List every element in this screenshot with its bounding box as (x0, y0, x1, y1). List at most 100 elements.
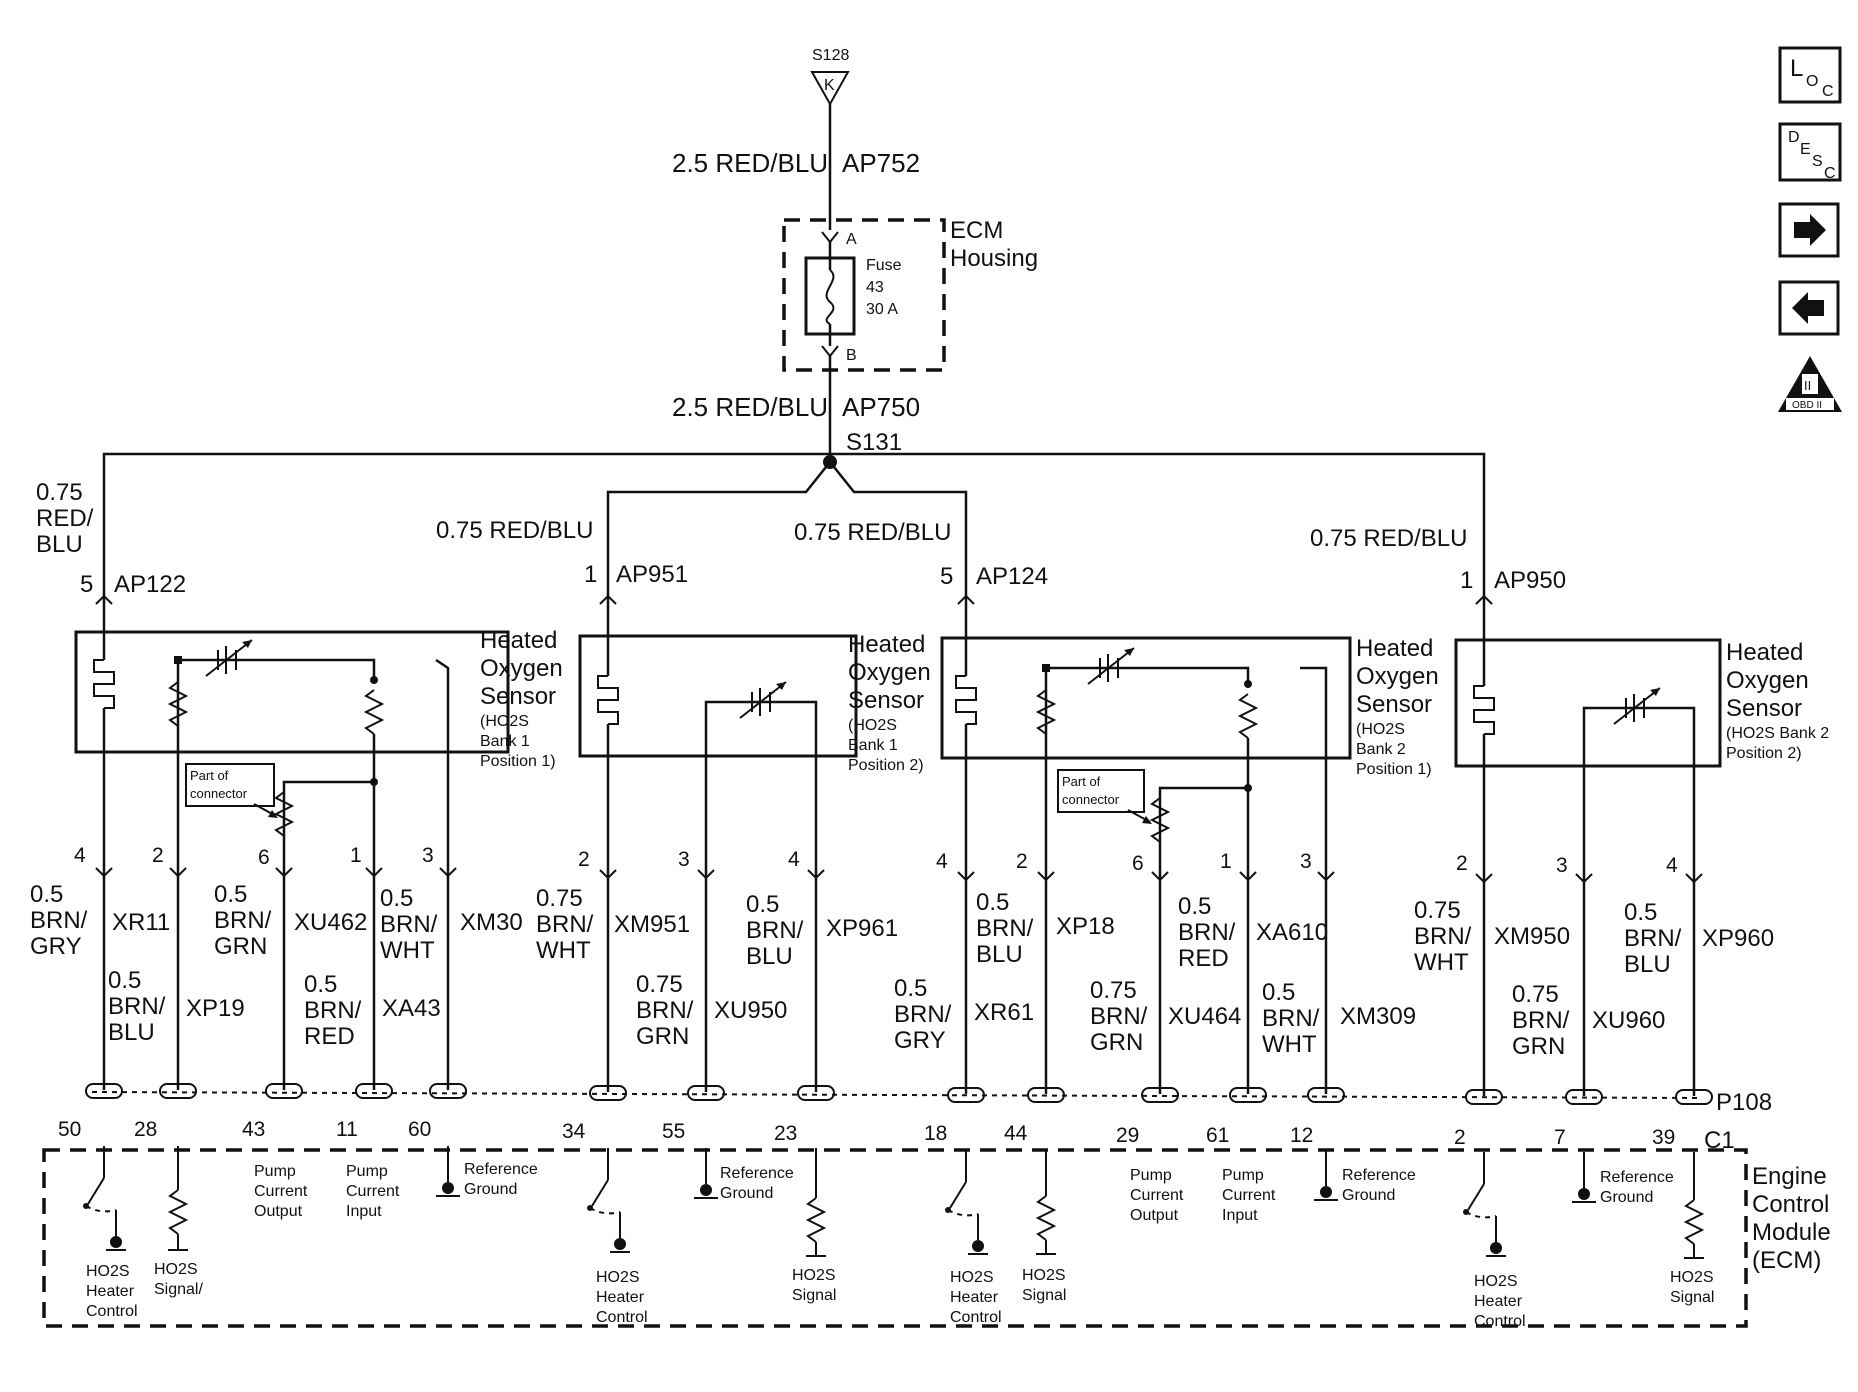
wire-gauge: GRN (1512, 1033, 1565, 1060)
wire-gauge: WHT (1414, 949, 1469, 976)
loc-letter: O (1806, 73, 1818, 90)
wire-labels: 0.5 BRN/ GRY XR11 0.5 BRN/ BLU XP19 0.5 … (30, 881, 1774, 1060)
signal-resistor-icon (167, 1146, 189, 1251)
ecm-label: HO2S (792, 1267, 836, 1284)
wire-gauge: RED (1178, 945, 1229, 972)
ecm-label: HO2S (1474, 1273, 1518, 1290)
sensor-title-1: Heated (1356, 635, 1433, 662)
connector-chevron-icon (821, 345, 839, 358)
wire-gauge: BRN/ (108, 993, 166, 1020)
wire-mid-circuit: AP750 (842, 392, 920, 422)
ecm-label: Ground (720, 1185, 773, 1202)
sensor-bank2-pos2: Heated Oxygen Sensor (HO2S Bank 2 Positi… (1454, 604, 1829, 874)
sensor-wire (1300, 666, 1328, 872)
wire-gauge: BLU (108, 1019, 155, 1046)
wire-circuit: XR11 (112, 909, 170, 936)
grommet-icon (429, 1083, 467, 1099)
nernst-cell-icon (1087, 647, 1135, 685)
ecm-label: Output (254, 1203, 303, 1220)
ecm-label: Ground (1342, 1187, 1395, 1204)
pin-label: 2 (578, 848, 590, 871)
fuse-label-2: 43 (866, 279, 884, 296)
wire-gauge: 0.5 (108, 967, 141, 994)
sensor-box (74, 630, 510, 754)
prev-page-button[interactable] (1778, 280, 1840, 336)
ecm-label: Heater (86, 1283, 135, 1300)
connector-p108-line (91, 1091, 1701, 1099)
ecm-label: Control (950, 1309, 1002, 1326)
desc-letter: C (1824, 165, 1836, 182)
part-of-connector-1: Part of (190, 768, 229, 783)
sensor-pin-chevrons (95, 867, 1703, 884)
heater-element-icon (93, 659, 115, 709)
s2-feed-pin: 1 (584, 561, 597, 588)
feed-left-gauge-2: RED/ (36, 505, 94, 532)
wire-gauge: BRN/ (1414, 923, 1472, 950)
ecm-pin: 12 (1290, 1124, 1313, 1147)
connector-chevron-icon (1239, 871, 1257, 882)
connector-chevron-icon (957, 594, 975, 605)
wire-circuit: XU960 (1592, 1007, 1665, 1034)
wire-runs (102, 868, 1696, 1096)
ecm-title-3: Module (1752, 1219, 1831, 1246)
ecm-label: Current (1222, 1187, 1276, 1204)
ground-icon (1572, 1152, 1596, 1203)
grommet-icon (1307, 1087, 1345, 1103)
wire-gauge: BRN/ (214, 907, 272, 934)
ground-icon (436, 1146, 460, 1197)
splice-s131-label: S131 (846, 429, 902, 456)
loc-button[interactable]: L O C (1778, 46, 1842, 104)
heater-control-switch-icon (587, 1148, 630, 1253)
grommet-icon (589, 1085, 627, 1101)
wire-gauge: 0.75 (536, 885, 583, 912)
obd-ii-button[interactable]: II OBD II (1778, 356, 1842, 412)
connector-chevron-icon (1151, 871, 1169, 882)
pin-label: 3 (678, 848, 690, 871)
wire-gauge: 0.5 (1178, 893, 1211, 920)
desc-button[interactable]: D E S C (1778, 122, 1842, 182)
wire-gauge: BRN/ (536, 911, 594, 938)
sensor-wire (176, 658, 376, 868)
ecm-pin: 55 (662, 1120, 685, 1143)
ecm-pin: 11 (336, 1118, 358, 1141)
wire-circuit: XU464 (1168, 1003, 1241, 1030)
connector-chevron-icon (599, 869, 617, 880)
wire-gauge: BLU (976, 941, 1023, 968)
wire-circuit: XP18 (1056, 913, 1115, 940)
wire-gauge: BLU (746, 943, 793, 970)
wire-gauge: WHT (380, 937, 435, 964)
wire-circuit: XP19 (186, 995, 245, 1022)
ecm-label: Control (86, 1303, 138, 1320)
connector-chevron-icon (439, 867, 457, 878)
sensor-title-1: Heated (480, 627, 557, 654)
s3-feed-gauge: 0.75 RED/BLU (794, 519, 951, 546)
ecm-pin: 60 (408, 1118, 431, 1141)
sensor-title-3: Sensor (480, 683, 556, 710)
wire-gauge: 0.5 (30, 881, 63, 908)
wire-gauge: 0.5 (894, 975, 927, 1002)
grommet-icon (687, 1085, 725, 1101)
ecm-label: Ground (1600, 1189, 1653, 1206)
wire-gauge: 0.5 (746, 891, 779, 918)
splice-s128-label: S128 (812, 47, 849, 64)
ecm-label: HO2S (1022, 1267, 1066, 1284)
resistor-icon (1237, 693, 1259, 739)
wire-gauge: 0.75 (1414, 897, 1461, 924)
wire-circuit: XM30 (460, 909, 523, 936)
next-page-button[interactable] (1778, 202, 1840, 258)
sensor-sub-1: (HO2S (480, 713, 529, 730)
arrow-icon (1142, 816, 1152, 824)
arrow-icon (268, 810, 278, 818)
fuse-label-3: 30 A (866, 301, 898, 318)
desc-letter: E (1800, 141, 1811, 158)
grommet-icon (947, 1087, 985, 1103)
connector-chevron-icon (957, 871, 975, 882)
ecm-label: Pump (254, 1163, 296, 1180)
grommet-icon (265, 1083, 303, 1099)
part-of-connector-1: Part of (1062, 774, 1101, 789)
ecm-pin: 2 (1454, 1126, 1466, 1149)
wire-gauge: 0.75 (1090, 977, 1137, 1004)
wire-circuit: XP960 (1702, 925, 1774, 952)
ecm-pin: 23 (774, 1122, 797, 1145)
grommet-icon (355, 1083, 393, 1099)
